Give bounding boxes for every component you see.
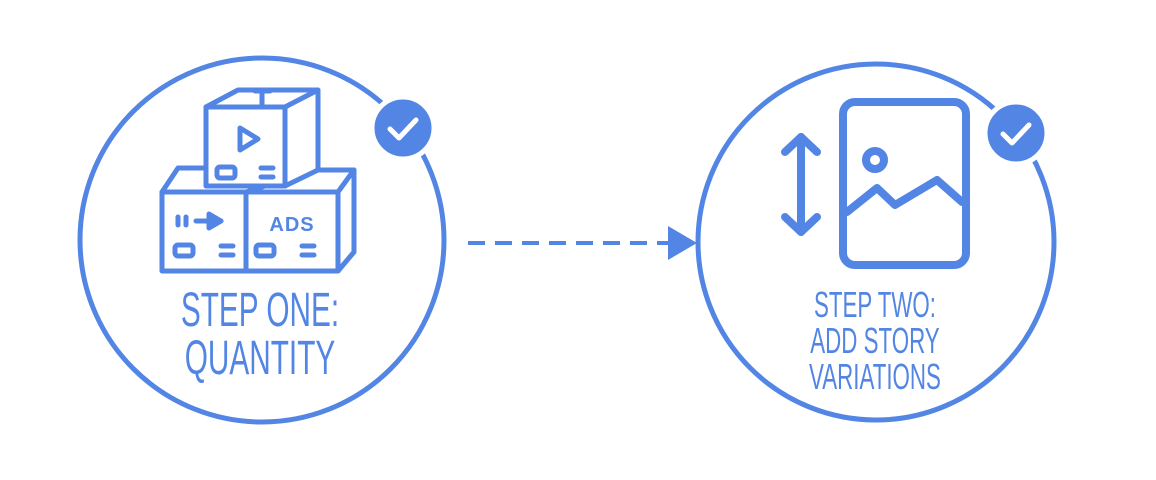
step-one-node: ADS — [77, 55, 447, 425]
box-ads-text: ADS — [269, 214, 314, 236]
step-two-label-line-1: STEP TWO: — [814, 284, 936, 325]
step-two-circle — [695, 61, 1057, 423]
vertical-image-resize-icon — [781, 98, 970, 269]
dashed-arrow-right-icon — [468, 226, 697, 260]
checkmark-badge-icon — [982, 99, 1050, 167]
image-frame-icon — [839, 98, 970, 269]
step-two-label-line-2: ADD STORY — [810, 320, 940, 361]
step-one-circle — [77, 55, 447, 425]
stacked-ad-boxes-icon — [159, 87, 357, 274]
top-box-icon — [203, 87, 321, 189]
step-one-label-line-1: STEP ONE: — [180, 284, 340, 337]
step-one-label: STEP ONE: QUANTITY — [167, 287, 353, 383]
checkmark-badge-icon — [369, 94, 437, 162]
right-box-icon — [243, 167, 357, 274]
step-two-node — [695, 61, 1057, 423]
vertical-double-arrow-icon — [781, 133, 821, 236]
step-two-label: STEP TWO: ADD STORY VARIATIONS — [782, 287, 968, 395]
step-two-label-line-3: VARIATIONS — [809, 356, 941, 397]
step-one-label-line-2: QUANTITY — [184, 332, 336, 385]
